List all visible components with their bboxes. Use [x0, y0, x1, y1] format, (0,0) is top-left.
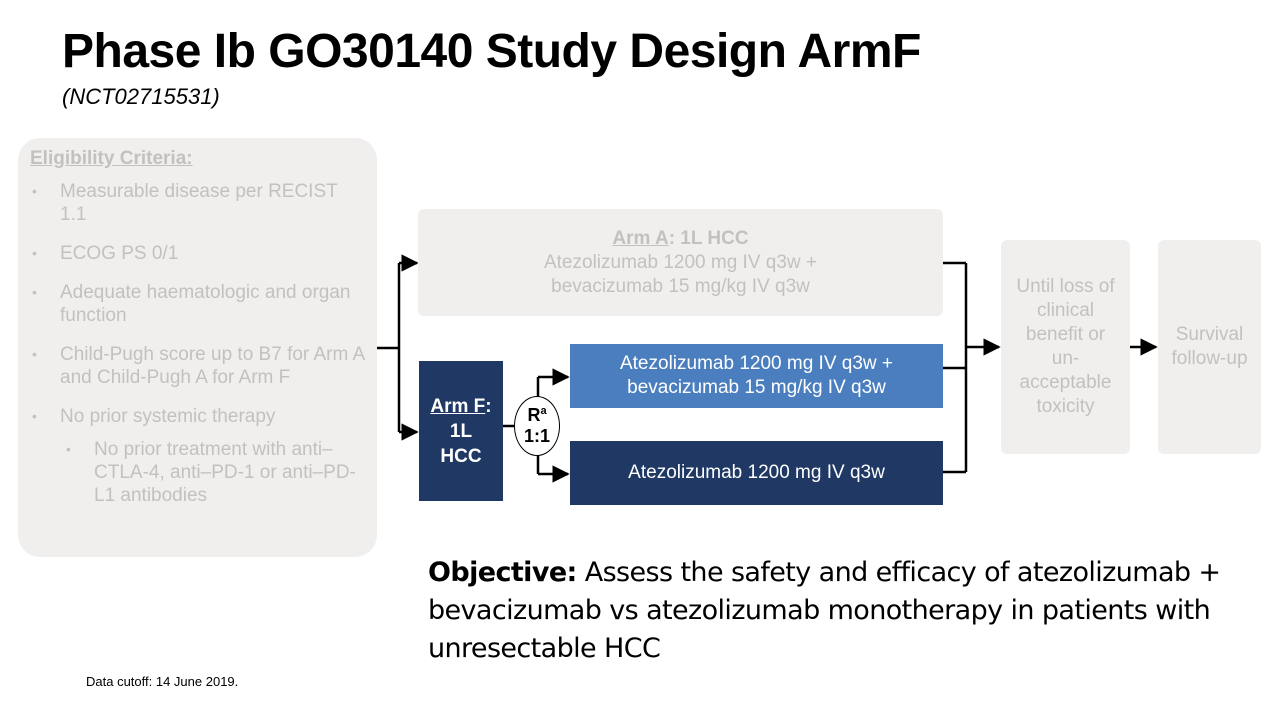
eligibility-heading: Eligibility Criteria: [30, 148, 193, 169]
mono-arm-box: Atezolizumab 1200 mg IV q3w [570, 441, 943, 505]
combo-arm-line: Atezolizumab 1200 mg IV q3w + [619, 353, 893, 374]
survival-line: follow-up [1171, 348, 1248, 369]
arm-a-label-suffix: : 1L HCC [668, 227, 749, 249]
survival-line: Survival [1175, 324, 1244, 345]
eligibility-item: No prior systemic therapy [30, 405, 365, 428]
randomization-letter: R [527, 405, 541, 425]
page-subtitle: (NCT02715531) [62, 84, 220, 109]
eligibility-item: Adequate haematologic and organ function [30, 281, 365, 327]
eligibility-panel: Eligibility Criteria: Measurable disease… [18, 138, 377, 557]
arm-a-header: Arm A: 1L HCC [612, 227, 748, 251]
data-cutoff-footnote: Data cutoff: 14 June 2019. [86, 674, 239, 689]
objective-text: Assess the safety and efficacy of atezol… [428, 557, 1221, 664]
arm-f-box: Arm F: 1L HCC [419, 361, 503, 501]
treatment-duration-line: acceptable [1019, 372, 1112, 393]
arm-a-line: Atezolizumab 1200 mg IV q3w + [543, 251, 817, 273]
eligibility-item: ECOG PS 0/1 [30, 242, 365, 265]
arm-a-label: Arm A [612, 227, 669, 249]
arm-f-line: HCC [440, 445, 482, 467]
treatment-duration-line: clinical [1036, 300, 1095, 321]
eligibility-item: Child-Pugh score up to B7 for Arm A and … [30, 343, 365, 389]
treatment-duration-box: Until loss of clinical benefit or un- ac… [1001, 240, 1130, 454]
arm-a-line: bevacizumab 15 mg/kg IV q3w [551, 275, 810, 297]
randomization-label: Ra [527, 405, 546, 426]
arm-f-header: Arm F: [430, 394, 491, 419]
eligibility-list: Measurable disease per RECIST 1.1 ECOG P… [30, 180, 365, 507]
treatment-duration-line: benefit or [1025, 324, 1106, 345]
objective-statement: Objective: Assess the safety and efficac… [428, 554, 1248, 668]
eligibility-subitem: No prior treatment with anti–CTLA-4, ant… [30, 438, 365, 507]
treatment-duration-line: toxicity [1036, 396, 1095, 417]
arm-a-box: Arm A: 1L HCC Atezolizumab 1200 mg IV q3… [418, 209, 943, 316]
mono-arm-text: Atezolizumab 1200 mg IV q3w [628, 462, 885, 483]
objective-label: Objective: [428, 557, 577, 588]
eligibility-item: Measurable disease per RECIST 1.1 [30, 180, 365, 226]
randomization-ratio: 1:1 [523, 426, 550, 446]
arm-f-label: Arm F [430, 395, 486, 417]
page-title: Phase Ib GO30140 Study Design ArmF [62, 25, 921, 78]
combo-arm-line: bevacizumab 15 mg/kg IV q3w [627, 377, 886, 398]
arm-f-label-suffix: : [485, 395, 492, 417]
survival-followup-box: Survival follow-up [1158, 240, 1261, 454]
randomization-node: Ra 1:1 [514, 396, 560, 456]
randomization-footnote-mark: a [540, 405, 547, 417]
treatment-duration-line: Until loss of [1016, 276, 1115, 297]
treatment-duration-line: un- [1051, 348, 1080, 369]
combo-arm-box: Atezolizumab 1200 mg IV q3w + bevacizuma… [570, 344, 943, 408]
arm-f-line: 1L [449, 420, 473, 442]
